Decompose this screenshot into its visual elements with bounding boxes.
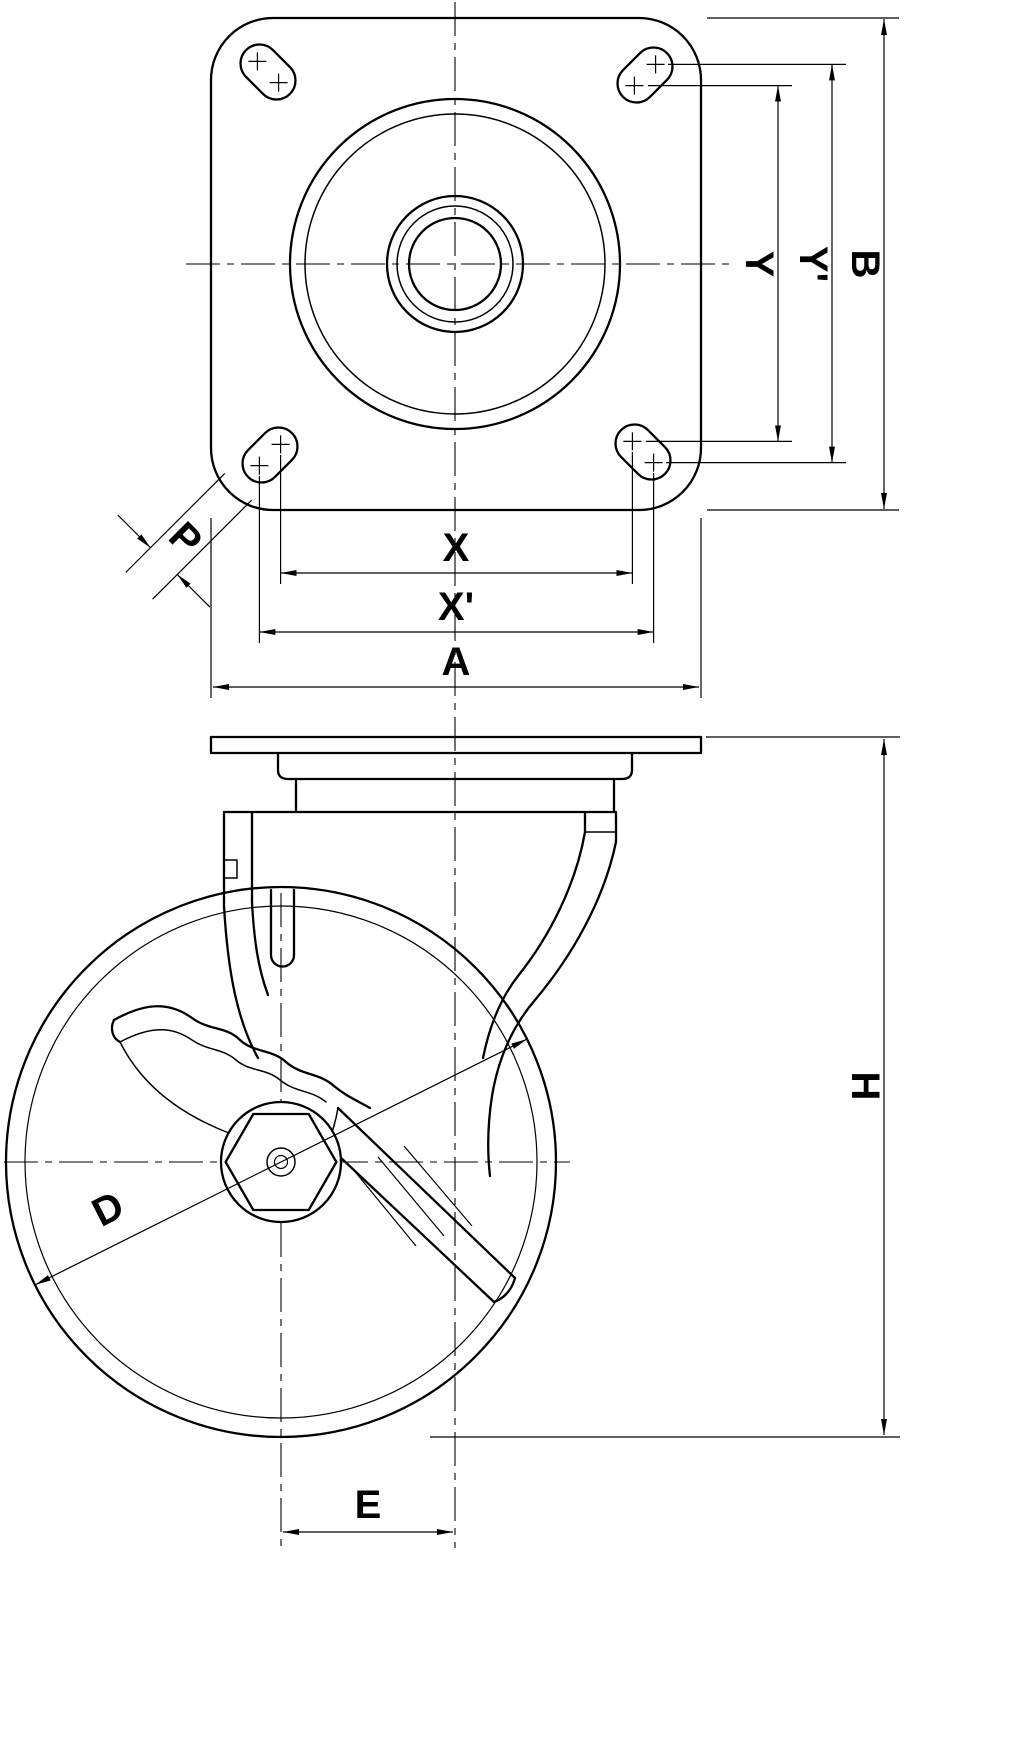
brake-pedal-second-edge: [119, 1029, 327, 1103]
brake-arm-ribs: [351, 1145, 473, 1247]
top-view: [209, 16, 703, 512]
fork: [222, 810, 618, 1178]
dim-label-Y: Y: [737, 251, 781, 278]
brake-pin-slot: [269, 888, 296, 968]
dim-label-X: X: [443, 526, 470, 570]
bolt-slot-bottom-right: [614, 423, 672, 481]
kingpin-boss-circle: [385, 194, 525, 334]
dim-line-D: [34, 1038, 528, 1286]
bolt-slot-top-left: [239, 43, 297, 101]
swivel-raceway-flange: [276, 751, 634, 781]
centerlines: [4, 2, 730, 1548]
dim-label-Y-prime: Y': [791, 246, 835, 282]
fork-left-notch: [223, 859, 238, 879]
fork-right-inner-edge: [481, 810, 587, 1060]
raceway-circles: [288, 97, 622, 431]
wheel-tread-circle: [24, 905, 538, 1419]
raceway-inner-circle: [304, 113, 606, 415]
fork-left-leg-inner-curve: [250, 900, 270, 997]
dim-label-E: E: [355, 1483, 382, 1527]
bolt-slots: [239, 43, 674, 484]
bolt-slot-bottom-left: [241, 426, 299, 484]
kingpin-bore-circle: [407, 216, 503, 312]
wheel-outer-circle: [4, 885, 558, 1439]
dim-label-P: P: [160, 514, 210, 564]
side-view: [4, 735, 703, 1439]
raceway-outer-circle: [288, 97, 622, 431]
dim-label-D: D: [85, 1183, 131, 1235]
kingpin-mid-circle: [396, 205, 514, 323]
brake-pedal-left-end: [110, 1018, 122, 1044]
dim-label-X-prime: X': [438, 585, 474, 629]
extension-lines: [125, 17, 900, 1438]
swivel-raceway-body: [294, 777, 616, 814]
dim-label-H: H: [843, 1072, 887, 1101]
dim-line-P-lower: [176, 574, 211, 608]
mounting-plate-outline: [209, 16, 703, 512]
bolt-slot-top-right: [616, 46, 674, 104]
hole-center-marks: [248, 52, 665, 475]
dimensions: Y Y' B X X' A P D H E: [34, 17, 900, 1535]
top-plate-side: [209, 735, 703, 755]
dim-label-A: A: [442, 640, 471, 684]
dim-line-P-upper: [117, 514, 151, 549]
dim-label-B: B: [843, 250, 887, 279]
